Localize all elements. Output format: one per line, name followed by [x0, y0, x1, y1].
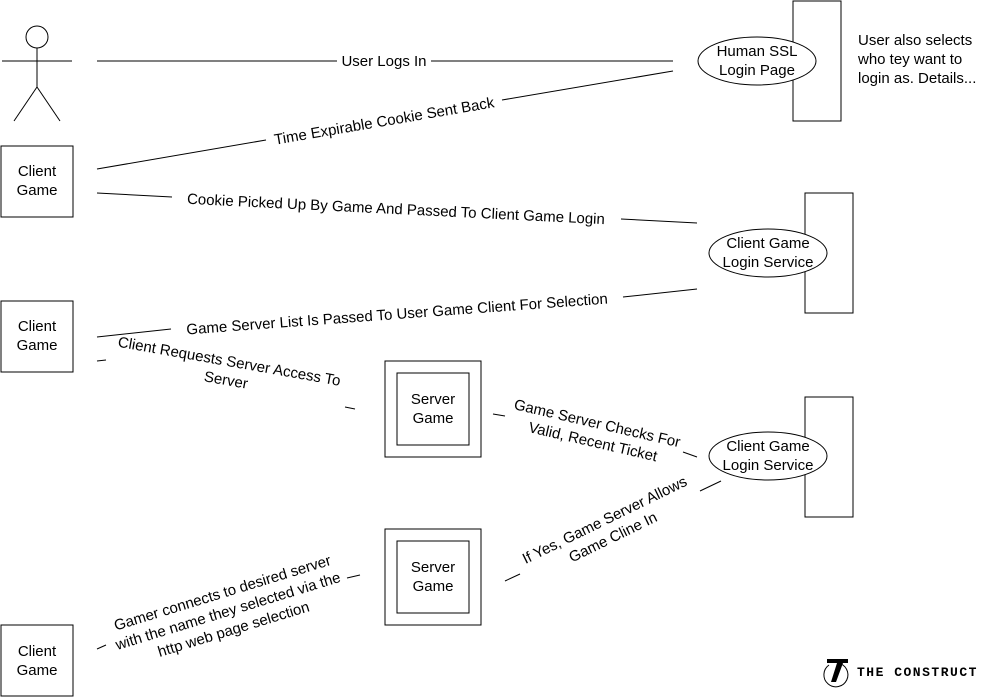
server-game-2-label-line-2: Game	[413, 578, 454, 595]
hammer-icon	[823, 659, 849, 688]
client-game-box-3: Client Game	[0, 624, 74, 697]
message-cookie-sent-back-label: Time Expirable Cookie Sent Back	[273, 94, 496, 148]
client-game-1-label-line-2: Game	[17, 182, 58, 199]
server-game-box-2: Server Game	[384, 528, 482, 626]
server-game-2-label-line-1: Server	[411, 559, 455, 576]
message-server-checks-ticket: Game Server Checks For Valid, Recent Tic…	[492, 396, 698, 466]
message-gamer-connects: Gamer connects to desired server with th…	[96, 552, 361, 661]
note-text: User also selects who tey want to login …	[857, 32, 976, 87]
server-game-box-1: Server Game	[384, 360, 482, 458]
message-server-list-passed: Game Server List Is Passed To User Game …	[96, 288, 698, 339]
message-server-allows-client: If Yes, Game Server Allows Game Cline In	[504, 473, 722, 582]
client-game-1-label-line-1: Client	[18, 163, 57, 180]
client-game-3-label-line-1: Client	[18, 643, 57, 660]
client-game-box-2: Client Game	[0, 300, 74, 373]
client-game-login-service-2: Client Game Login Service	[708, 396, 854, 518]
message-server-list-passed-label: Game Server List Is Passed To User Game …	[186, 291, 609, 339]
client-game-login-service-1: Client Game Login Service	[708, 192, 854, 314]
login-service-2-label-line-2: Login Service	[723, 457, 814, 474]
login-service-1-label-line-2: Login Service	[723, 254, 814, 271]
client-game-3-label-line-2: Game	[17, 662, 58, 679]
human-ssl-login-label-line-1: Human SSL	[717, 43, 798, 60]
message-cookie-sent-back: Time Expirable Cookie Sent Back	[96, 70, 674, 170]
message-user-logs-in-label: User Logs In	[341, 53, 426, 70]
message-user-logs-in: User Logs In	[97, 53, 673, 70]
note-line-2: who tey want to	[857, 51, 962, 68]
login-service-1-label-line-1: Client Game	[726, 235, 809, 252]
client-game-2-label-line-2: Game	[17, 337, 58, 354]
note-line-3: login as. Details...	[858, 70, 976, 87]
brand-logo: THE CONSTRUCT	[823, 659, 978, 688]
server-game-1-label-line-2: Game	[413, 410, 454, 427]
message-cookie-picked-up-label: Cookie Picked Up By Game And Passed To C…	[187, 191, 606, 228]
client-game-box-1: Client Game	[0, 145, 74, 218]
brand-name: THE CONSTRUCT	[857, 665, 978, 680]
login-service-2-label-line-1: Client Game	[726, 438, 809, 455]
human-ssl-login-page: Human SSL Login Page	[697, 0, 842, 122]
human-ssl-login-label-line-2: Login Page	[719, 62, 795, 79]
user-actor-icon	[2, 25, 72, 122]
message-client-requests-access: Client Requests Server Access To Server	[96, 334, 356, 410]
message-cookie-picked-up: Cookie Picked Up By Game And Passed To C…	[96, 191, 698, 228]
client-game-2-label-line-1: Client	[18, 318, 57, 335]
message-server-allows-client-label-line-1: If Yes, Game Server Allows	[520, 473, 690, 568]
server-game-1-label-line-1: Server	[411, 391, 455, 408]
note-line-1: User also selects	[858, 32, 972, 49]
